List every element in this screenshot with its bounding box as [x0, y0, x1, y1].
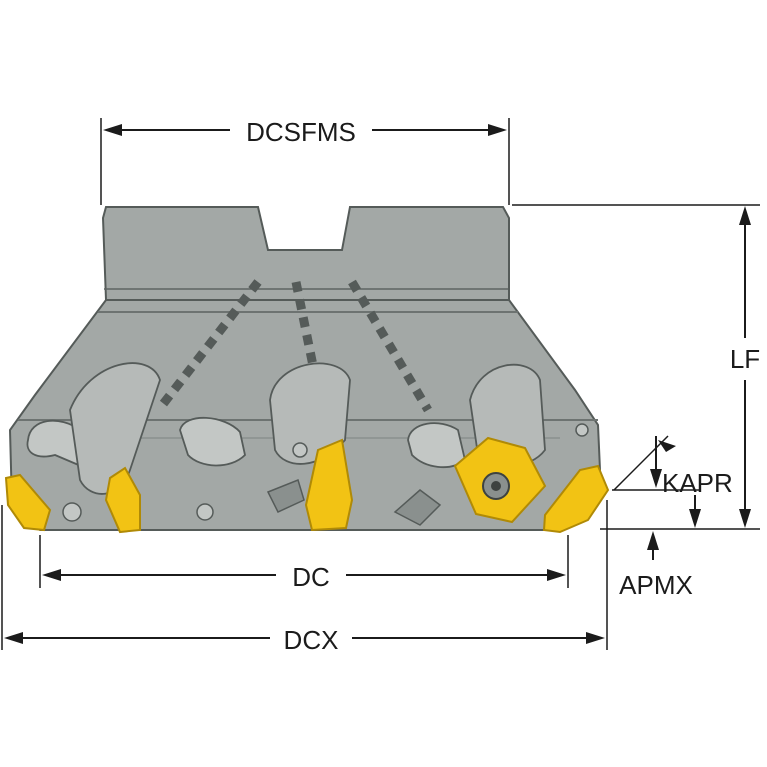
insert-screw-center: [491, 481, 501, 491]
insert-far-left: [4, 473, 52, 532]
label-lf: LF: [730, 344, 760, 374]
label-dcx: DCX: [284, 625, 339, 655]
arrow-dcx-left: [4, 632, 23, 644]
insert-far-right: [542, 464, 610, 534]
insert-middle: [304, 438, 354, 532]
coolant-channel-right: [348, 279, 432, 413]
dim-dcsfms: DCSFMS: [100, 117, 510, 205]
arrow-right: [488, 124, 507, 136]
label-apmx: APMX: [619, 570, 693, 600]
arrow-dcx-right: [586, 632, 605, 644]
arrow-kapr-diag: [658, 440, 676, 452]
dim-apmx: APMX: [619, 495, 701, 600]
label-kapr: KAPR: [662, 468, 733, 498]
arrow-dc-left: [42, 569, 61, 581]
insert-left: [104, 466, 141, 534]
screw-hole-3: [292, 442, 308, 458]
arrow-apmx-up: [647, 531, 659, 550]
clamp-detail-2: [393, 489, 442, 526]
arrow-kapr-down: [650, 469, 662, 488]
label-dc: DC: [292, 562, 330, 592]
dim-dc: DC: [39, 535, 569, 592]
chip-pocket-5: [407, 422, 467, 469]
cutter-hub: [101, 206, 510, 301]
chip-pocket-2: [69, 362, 161, 495]
arrow-dc-right: [547, 569, 566, 581]
dim-kapr: KAPR: [612, 435, 733, 498]
screw-hole-1: [62, 502, 82, 522]
clamp-detail: [266, 478, 305, 513]
arrow-up: [739, 206, 751, 225]
dim-dcx: DCX: [1, 500, 608, 655]
label-dcsfms: DCSFMS: [246, 117, 356, 147]
dim-lf: LF: [512, 204, 760, 528]
chip-pocket-3: [179, 416, 246, 467]
screw-hole-4: [575, 423, 589, 437]
coolant-channel-left: [156, 279, 262, 411]
arrow-down: [739, 509, 751, 528]
arrow-left: [103, 124, 122, 136]
chip-pocket-4: [269, 362, 351, 465]
arrow-apmx-down: [689, 509, 701, 528]
screw-hole-2: [196, 503, 214, 521]
cutter-body: [8, 206, 602, 531]
inserts: [4, 436, 610, 534]
